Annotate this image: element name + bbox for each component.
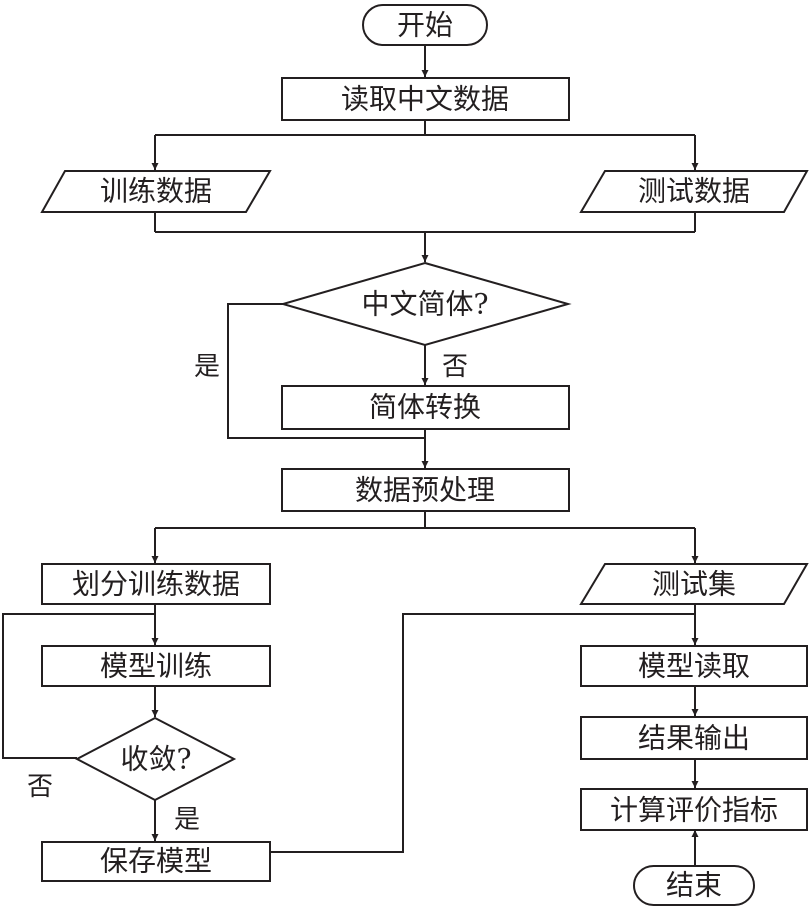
label-start: 开始: [397, 9, 453, 42]
node-read-data: 读取中文数据: [281, 77, 570, 121]
edges: [2, 45, 699, 865]
node-model-train: 模型训练: [41, 645, 271, 687]
node-end: 结束: [633, 865, 755, 906]
process-model-read: [580, 645, 808, 687]
label-preprocess: 数据预处理: [355, 474, 495, 507]
label-read-data: 读取中文数据: [341, 83, 509, 116]
label-train-data: 训练数据: [100, 175, 212, 208]
label-model-read: 模型读取: [638, 650, 750, 683]
io-train-data: [40, 170, 272, 213]
node-is-simplified: 中文简体?: [279, 261, 572, 347]
edge-label-converge-no: 否: [27, 772, 53, 802]
label-model-train: 模型训练: [100, 650, 212, 683]
process-simplify: [281, 385, 570, 430]
node-simplify: 简体转换: [281, 385, 570, 430]
process-preprocess: [281, 468, 570, 512]
label-converge: 收敛?: [120, 743, 191, 776]
edge-converge-no: [2, 613, 155, 759]
label-output: 结果输出: [638, 722, 750, 755]
node-model-read: 模型读取: [580, 645, 808, 687]
node-preprocess: 数据预处理: [281, 468, 570, 512]
label-is-simplified: 中文简体?: [361, 288, 488, 321]
node-test-data: 测试数据: [579, 170, 809, 213]
io-test-data: [579, 170, 809, 213]
label-split-train: 划分训练数据: [72, 568, 240, 601]
process-model-train: [41, 645, 271, 687]
edge-save-to-test: [270, 613, 695, 853]
node-metrics: 计算评价指标: [580, 788, 808, 831]
label-metrics: 计算评价指标: [610, 794, 778, 827]
label-save-model: 保存模型: [100, 845, 212, 878]
process-split-train: [41, 563, 271, 605]
edge-label-simplified-no: 否: [442, 352, 468, 382]
label-test-set: 测试集: [652, 568, 736, 601]
node-split-train: 划分训练数据: [41, 563, 271, 605]
label-simplify: 简体转换: [369, 391, 481, 424]
decision-converge: [74, 716, 237, 802]
node-output: 结果输出: [580, 716, 808, 760]
io-test-set: [579, 563, 809, 605]
node-converge: 收敛?: [74, 716, 237, 802]
terminator-end: [633, 865, 755, 906]
edge-label-converge-yes: 是: [174, 805, 200, 835]
label-end: 结束: [666, 869, 722, 902]
process-metrics: [580, 788, 808, 831]
process-save-model: [41, 841, 271, 882]
process-output: [580, 716, 808, 760]
edge-label-simplified-yes: 是: [194, 352, 220, 382]
node-start: 开始: [362, 4, 488, 46]
node-train-data: 训练数据: [40, 170, 272, 213]
node-save-model: 保存模型: [41, 841, 271, 882]
label-test-data: 测试数据: [638, 175, 750, 208]
decision-is-simplified: [279, 261, 572, 347]
process-read-data: [281, 77, 570, 121]
terminator-start: [362, 4, 488, 46]
node-test-set: 测试集: [579, 563, 809, 605]
edge-decision-yes: [227, 303, 425, 439]
